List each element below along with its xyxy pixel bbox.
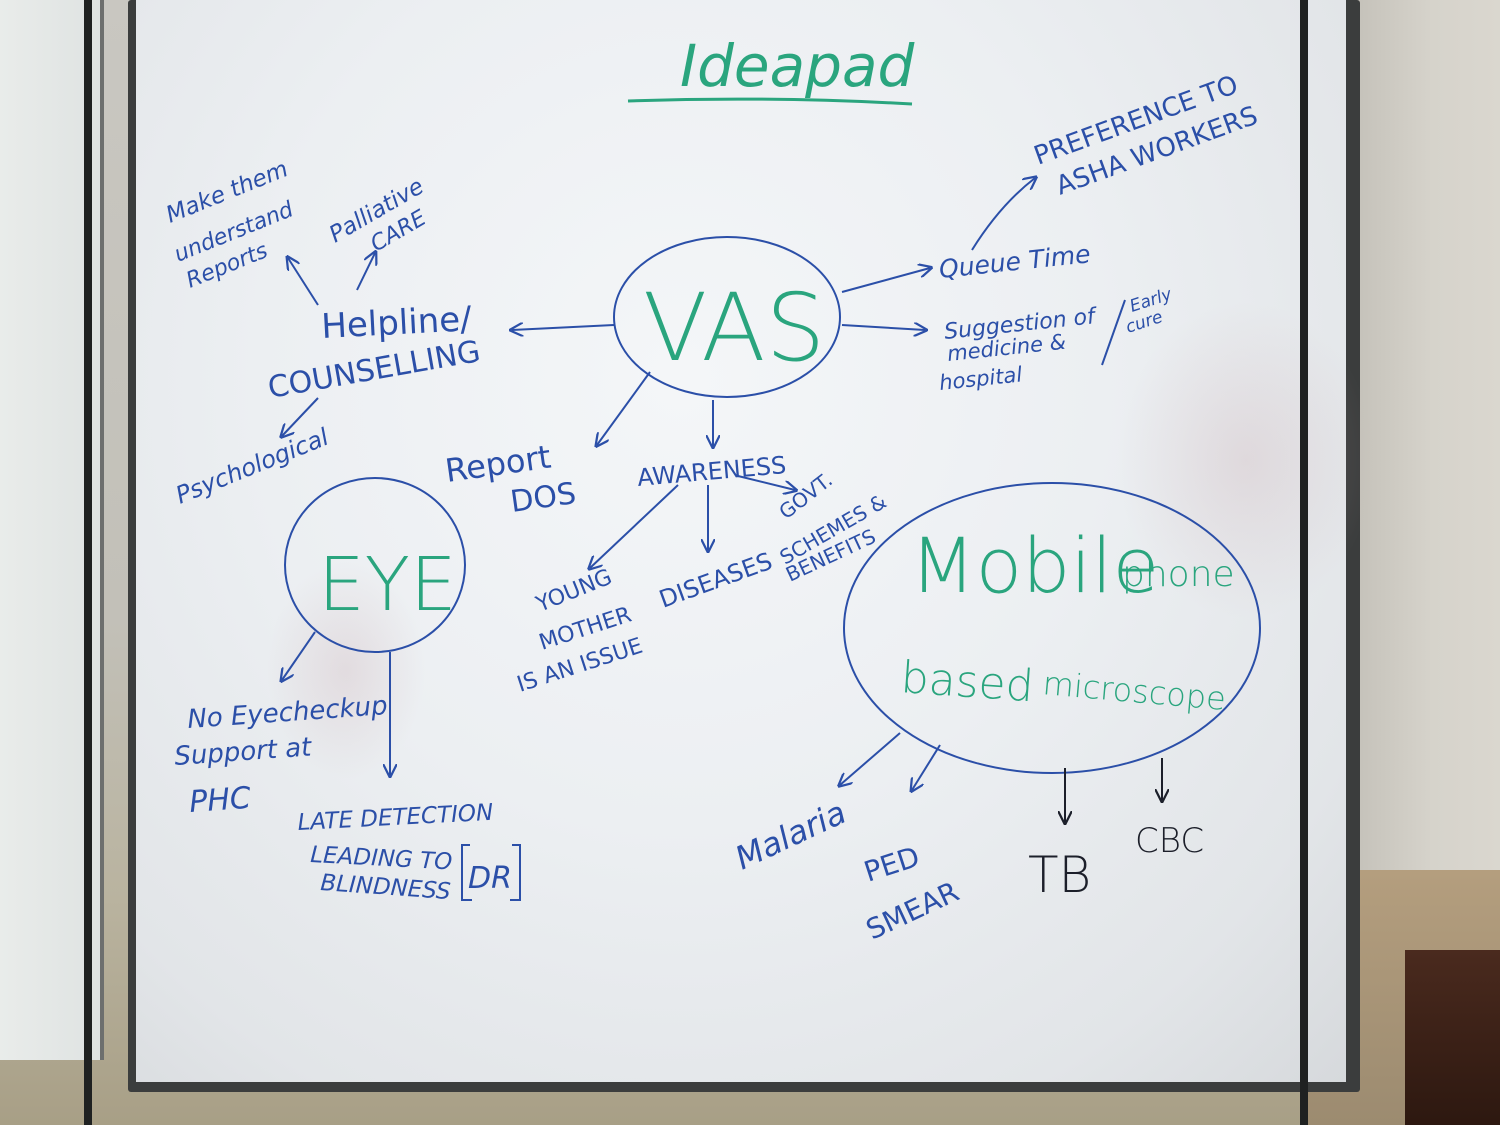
counselling-heading: COUNSELLING <box>265 334 483 406</box>
stand-pole-right <box>1300 0 1308 1125</box>
eye-label: EYE <box>318 542 457 628</box>
mobile-heading-line1: Mobile <box>910 521 1159 610</box>
late-detection-line1: LATE DETECTION <box>297 800 494 836</box>
dr-bracket-left <box>461 844 472 901</box>
no-checkup-line3: PHC <box>188 781 252 820</box>
helpline-heading: Helpline/ <box>320 299 473 347</box>
report-line2: DOS <box>508 476 578 520</box>
cbc-label: CBC <box>1135 821 1204 861</box>
eye-circle <box>284 477 466 653</box>
suggestion-line3: hospital <box>938 362 1023 395</box>
arrow-to-no-checkup <box>282 631 316 680</box>
mobile-heading-line4: microscope <box>1041 664 1227 718</box>
stand-pole-left <box>84 0 92 1125</box>
diseases-label: DISEASES <box>655 547 775 614</box>
tb-label: TB <box>1028 846 1091 904</box>
arrow-to-govt <box>737 475 795 490</box>
arrow-to-ped-smear <box>912 744 941 790</box>
awareness-heading: AWARENESS <box>636 451 787 492</box>
mobile-heading-line2: phone <box>1122 554 1235 595</box>
arrow-to-queue <box>841 268 930 293</box>
microscope-circle <box>843 482 1261 774</box>
dr-bracket-right <box>510 844 521 901</box>
psychological-branch: Psychological <box>172 423 333 510</box>
arrow-to-asha <box>971 178 1035 251</box>
whiteboard-surface <box>136 0 1376 1082</box>
arrow-to-suggestion <box>841 325 925 330</box>
wooden-cabinet <box>1405 950 1500 1125</box>
arrow-to-helpline <box>512 325 615 330</box>
arrow-to-reports <box>288 258 319 306</box>
board-title: Ideapad <box>680 32 916 100</box>
no-checkup-line1: No Eyecheckup <box>186 691 388 735</box>
vas-circle <box>613 236 841 398</box>
queue-time: Queue Time <box>938 239 1092 284</box>
no-checkup-line2: Support at <box>173 732 313 772</box>
title-underline <box>627 97 913 106</box>
early-cure-line2: cure <box>1123 307 1165 338</box>
arrow-to-palliative <box>356 253 375 291</box>
late-detection-line3: BLINDNESS <box>320 870 452 905</box>
ped-smear-line1: PED <box>860 840 924 889</box>
smudge <box>1116 300 1376 620</box>
dr-label: DR <box>468 861 512 896</box>
arrow-to-psychological <box>282 397 319 436</box>
arrow-to-young-mother <box>590 484 679 568</box>
slash-divider <box>1101 299 1126 366</box>
malaria-label: Malaria <box>729 793 851 877</box>
arrow-to-malaria <box>840 732 901 785</box>
mobile-heading-line3: based <box>899 652 1035 712</box>
vas-label: VAS <box>643 274 825 383</box>
arrow-to-report <box>597 371 651 445</box>
